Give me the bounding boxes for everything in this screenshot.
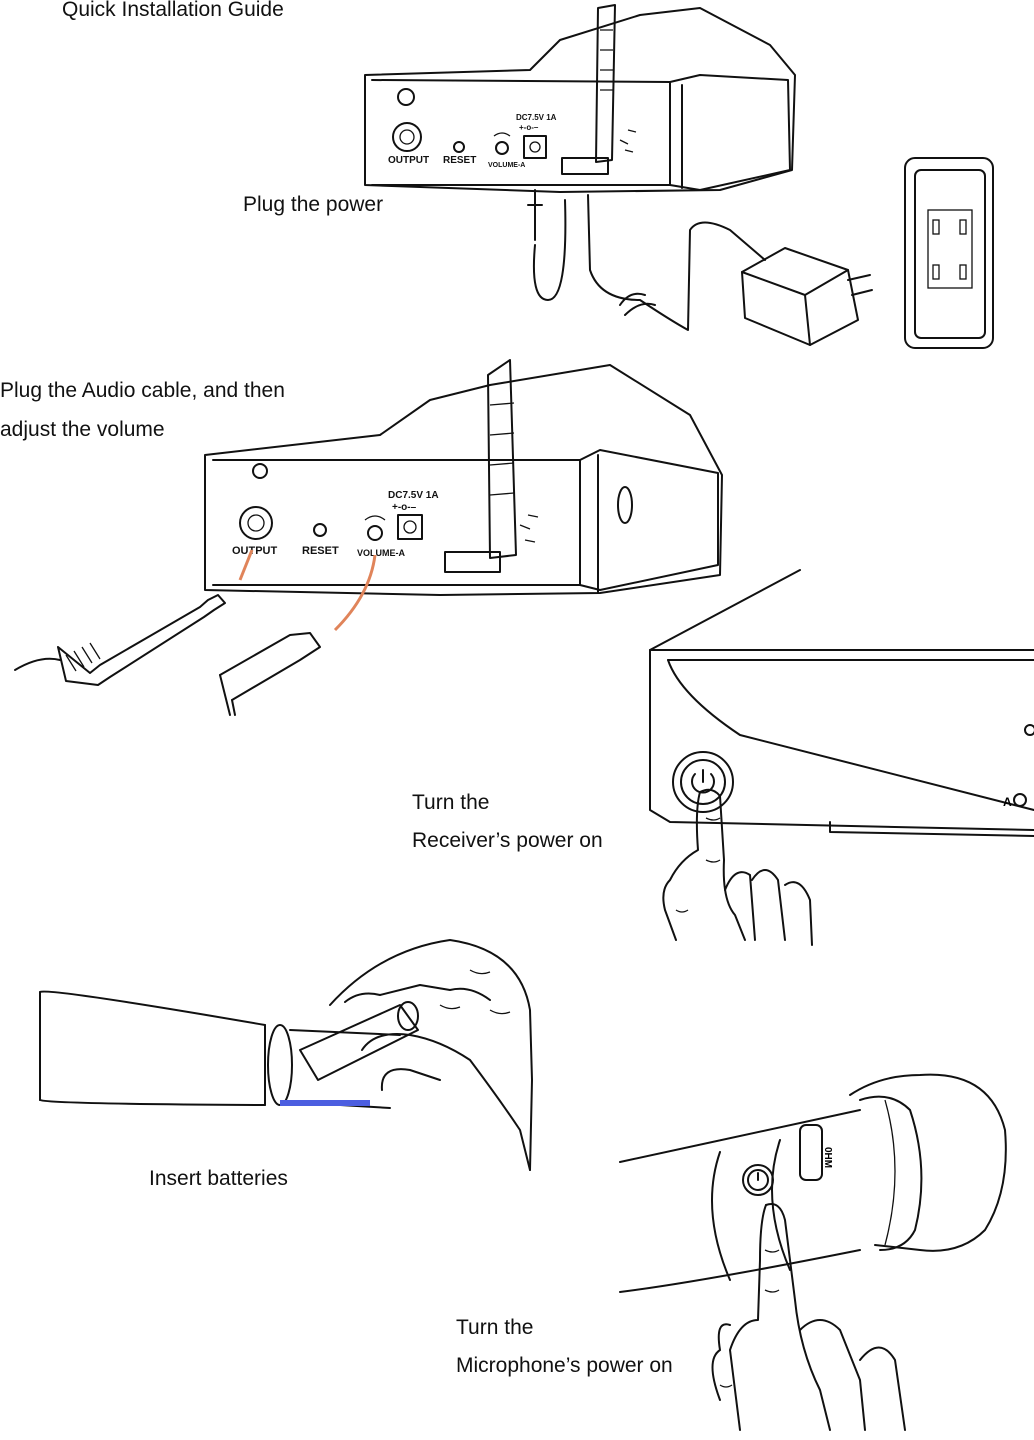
polarity-label: +-o-–: [519, 123, 539, 132]
volume-knob-label-2: VOLUME-A: [357, 548, 405, 558]
step-5-label-line2: Microphone’s power on: [456, 1354, 673, 1377]
step-3-label-line1: Turn the: [412, 791, 490, 814]
reset-button-label-2: RESET: [302, 545, 339, 557]
output-port-label-2: OUTPUT: [232, 545, 278, 557]
guide-title: Quick Installation Guide: [62, 0, 284, 21]
output-port-label: OUTPUT: [388, 155, 429, 166]
battery-insertion-illustration: [39, 939, 533, 1171]
step-4-label: Insert batteries: [149, 1167, 288, 1190]
step-3-label-line2: Receiver’s power on: [412, 829, 603, 852]
dc-rating-label: DC7.5V 1A: [516, 113, 557, 122]
dc-rating-label-2: DC7.5V 1A: [388, 490, 439, 501]
receiver-rear-illustration-1: OUTPUT RESET VOLUME-A DC7.5V 1A +-o-–: [364, 4, 994, 349]
step-5-label-line1: Turn the: [456, 1316, 534, 1339]
step-2-label-line2: adjust the volume: [0, 418, 165, 441]
receiver-rear-illustration-2: OUTPUT RESET VOLUME-A DC7.5V 1A +-o-–: [14, 359, 723, 716]
microphone-power-illustration: 0HM: [619, 1073, 1007, 1431]
receiver-front-illustration: A: [649, 569, 1034, 946]
polarity-label-2: +-o-–: [392, 502, 417, 513]
volume-knob-label: VOLUME-A: [488, 162, 525, 169]
microphone-model-label: 0HM: [822, 1147, 833, 1168]
reset-button-label: RESET: [443, 155, 476, 166]
step-2-label-line1: Plug the Audio cable, and then: [0, 379, 285, 402]
step-1-label: Plug the power: [243, 193, 384, 216]
front-indicator-label: A: [1003, 795, 1012, 809]
